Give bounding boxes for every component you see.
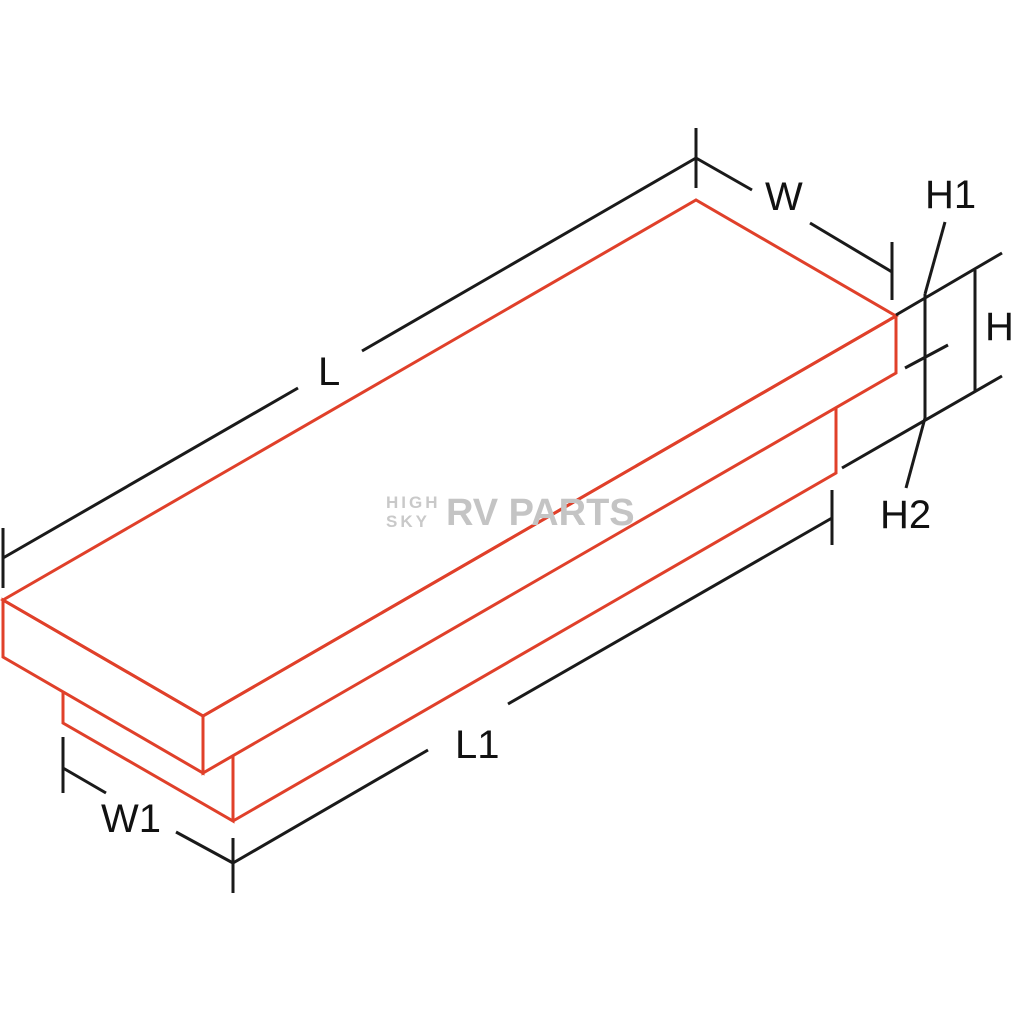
label-H2: H2 [880,493,931,537]
body-long-face [232,407,838,823]
watermark: HIGH SKY RV PARTS [386,492,635,534]
dimension-L [1,128,698,588]
dimension-H1-H2 [904,221,949,489]
lid-top-face [0,198,899,718]
dimension-W [695,156,894,300]
dimension-H [841,251,1003,470]
watermark-line2: SKY [386,512,430,531]
body-left-face [61,692,235,824]
watermark-line1: HIGH [386,493,441,512]
dimension-labels: L W H H1 H2 L1 W1 [101,173,1014,841]
label-H: H [985,305,1014,349]
watermark-brand: RV PARTS [446,492,635,534]
label-W1: W1 [101,797,161,841]
dimension-L1 [231,490,834,893]
dimension-W1 [61,737,234,865]
label-L1: L1 [455,723,500,767]
label-W: W [765,175,803,219]
label-L: L [318,350,340,394]
label-H1: H1 [925,173,976,217]
dimension-lines [1,128,1003,893]
lid-right-face [201,313,898,776]
box-outline [0,198,899,824]
